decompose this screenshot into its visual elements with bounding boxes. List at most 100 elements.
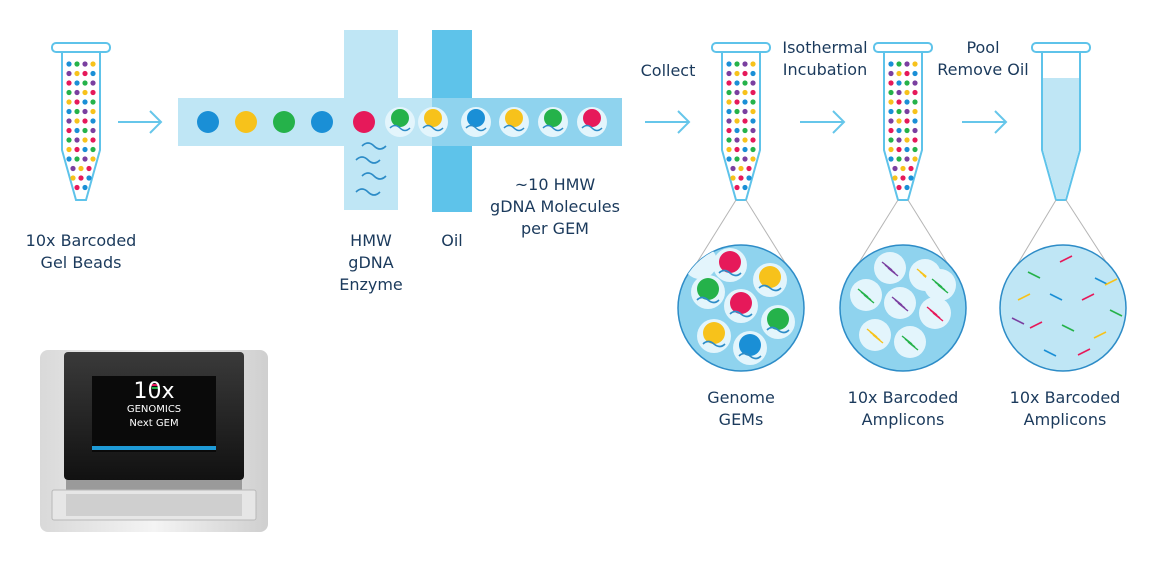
bead-dot <box>892 165 898 172</box>
bead-dot <box>86 165 92 172</box>
arrow-icon <box>800 110 846 134</box>
bead-dot <box>734 61 740 67</box>
label-line: 10x Barcoded <box>1009 388 1121 407</box>
bead-dot <box>82 108 88 115</box>
bead-dot <box>742 80 748 86</box>
gdna-strand <box>702 340 726 348</box>
bead-dot <box>726 137 732 143</box>
arrow-icon <box>962 110 1008 134</box>
chromium-controller-device <box>40 350 268 532</box>
bead-dot <box>90 108 96 115</box>
label-line: 10x Barcoded <box>25 231 137 250</box>
amplicon-strand <box>1093 331 1107 339</box>
bead-dot <box>738 175 744 181</box>
bead-dot <box>896 184 902 191</box>
bead-dot <box>74 118 80 124</box>
label-amplicons-1: 10x Barcoded Amplicons <box>840 387 966 431</box>
bead-dot <box>912 61 918 67</box>
amplicon-strand <box>1104 278 1118 286</box>
bead-dot <box>904 80 910 86</box>
bead-dot <box>900 165 906 172</box>
bead-dot <box>742 146 748 153</box>
bead-dot <box>896 127 902 134</box>
amplicon-strand <box>1043 349 1057 357</box>
label-line: Remove Oil <box>937 60 1029 79</box>
incubation-tube <box>873 42 933 201</box>
bead-dot <box>750 80 756 86</box>
amplicon-strand <box>1109 309 1123 317</box>
gem-bead <box>719 251 741 273</box>
bead-dot <box>742 127 748 134</box>
bead-dot <box>908 175 914 181</box>
bead-dot <box>66 89 72 96</box>
bead-dot <box>904 118 910 124</box>
amplicon-strand <box>937 284 949 294</box>
amplicon-strand <box>1027 271 1041 279</box>
bead-dot <box>734 70 740 77</box>
bead-dot <box>904 156 910 162</box>
bead-dot <box>912 146 918 153</box>
bead-dot <box>896 146 902 153</box>
bead-dot <box>726 89 732 96</box>
bead-dot <box>82 118 88 124</box>
bead-blue <box>197 111 219 133</box>
bead-dot <box>896 70 902 77</box>
bead-dot <box>742 137 748 143</box>
bead-dot <box>90 80 96 86</box>
bead-dot <box>912 118 918 124</box>
amplicon-strand <box>1094 277 1108 285</box>
bead-dot <box>734 184 740 191</box>
bead-dot <box>734 108 740 115</box>
bead-dot <box>730 175 736 181</box>
gel-bead-tube <box>51 42 111 201</box>
bead-dot <box>746 165 752 172</box>
bead-dot <box>888 156 894 162</box>
collect-tube <box>711 42 771 201</box>
bead-dot <box>888 80 894 86</box>
bead-dot <box>888 99 894 105</box>
bead-dot <box>746 175 752 181</box>
label-pool: Pool Remove Oil <box>930 37 1036 81</box>
bead-dot <box>86 175 92 181</box>
bead-dot <box>74 184 80 191</box>
label-line: ~10 HMW <box>514 175 596 194</box>
bead-dot <box>82 61 88 67</box>
bead-dot <box>904 108 910 115</box>
label-line: Gel Beads <box>40 253 122 272</box>
bead-dot <box>904 61 910 67</box>
gem-bead <box>759 266 781 288</box>
tube-beads <box>888 61 918 191</box>
bead-dot <box>74 89 80 96</box>
amplicon-strand <box>863 294 875 304</box>
bead-dot <box>90 89 96 96</box>
gdna-strand <box>729 310 753 318</box>
bead-dot <box>66 118 72 124</box>
bead-dot <box>742 184 748 191</box>
bead-dot <box>742 89 748 96</box>
bead-dot <box>912 99 918 105</box>
bead-dot <box>750 118 756 124</box>
bead-dot <box>912 137 918 143</box>
bead-dot <box>734 80 740 86</box>
bead-dot <box>90 61 96 67</box>
bead-dot <box>74 137 80 143</box>
bead-dot <box>90 127 96 134</box>
bead-dot <box>742 99 748 105</box>
bead-dot <box>726 156 732 162</box>
bead-dot <box>66 80 72 86</box>
bead-dot <box>66 156 72 162</box>
bead-dot <box>888 61 894 67</box>
device-company: GENOMICS <box>126 404 182 415</box>
bead-dot <box>90 99 96 105</box>
gdna-strand <box>738 352 762 360</box>
bead-dot <box>734 89 740 96</box>
gdna-strand <box>766 326 790 334</box>
pooled-amplicons-zoom <box>999 244 1127 372</box>
gdna-strand <box>758 284 782 292</box>
bead-dot <box>90 156 96 162</box>
bead-dot <box>726 108 732 115</box>
bead-dot <box>82 156 88 162</box>
microfluidic-chip <box>178 30 622 212</box>
arrow-icon <box>118 110 163 134</box>
